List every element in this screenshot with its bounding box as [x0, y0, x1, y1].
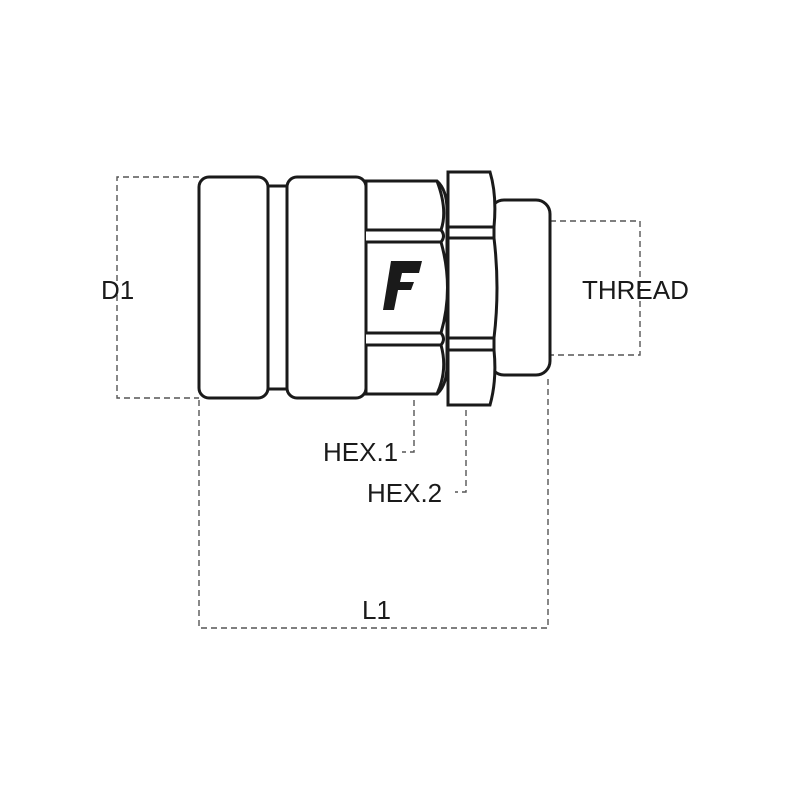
hex2-label: HEX.2 [367, 478, 443, 508]
thread-label: THREAD [582, 275, 689, 305]
brand-logo-f [383, 261, 422, 310]
d1-label: D1 [101, 275, 135, 305]
sleeve-1 [197, 175, 270, 400]
hex-2 [446, 170, 499, 407]
dimension-l1 [198, 377, 549, 629]
hex1-label: HEX.1 [323, 437, 399, 467]
sleeve-2 [285, 175, 368, 400]
dimension-hex2 [455, 410, 467, 493]
dimension-thread [550, 220, 641, 356]
dimension-hex1 [402, 400, 415, 453]
dimension-d1 [116, 176, 199, 399]
thread-end [488, 198, 552, 377]
l1-label: L1 [362, 595, 391, 625]
